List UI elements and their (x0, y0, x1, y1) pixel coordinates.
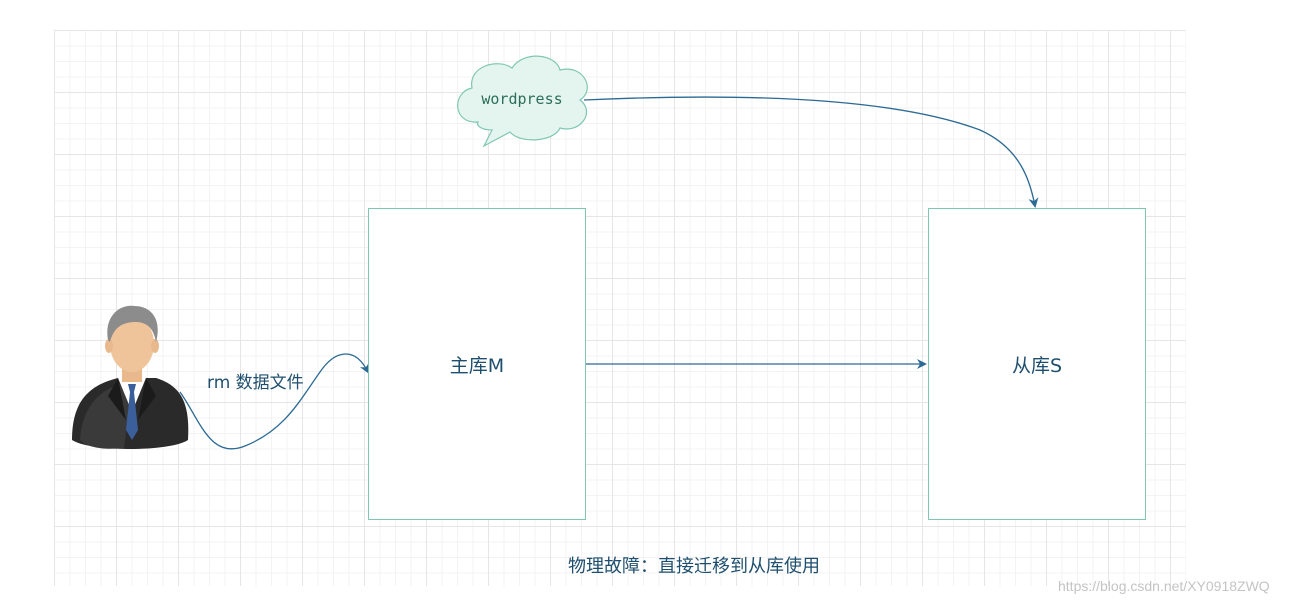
slave-db-label: 从库S (1011, 354, 1063, 377)
cloud-label: wordpress (481, 90, 563, 108)
slave-db-box[interactable]: 从库S (928, 208, 1146, 520)
master-db-label: 主库M (449, 354, 505, 377)
diagram-caption: 物理故障：直接迁移到从库使用 (568, 556, 820, 577)
person-to-master-arrow[interactable] (179, 353, 369, 450)
watermark: https://blog.csdn.net/XY0918ZWQ (1058, 578, 1270, 594)
businessman-icon (72, 305, 189, 449)
cloud-shape[interactable] (457, 55, 588, 148)
rm-action-label: rm 数据文件 (207, 373, 304, 393)
cloud-to-slave-arrow[interactable] (583, 96, 1039, 208)
master-db-box[interactable]: 主库M (368, 208, 586, 520)
